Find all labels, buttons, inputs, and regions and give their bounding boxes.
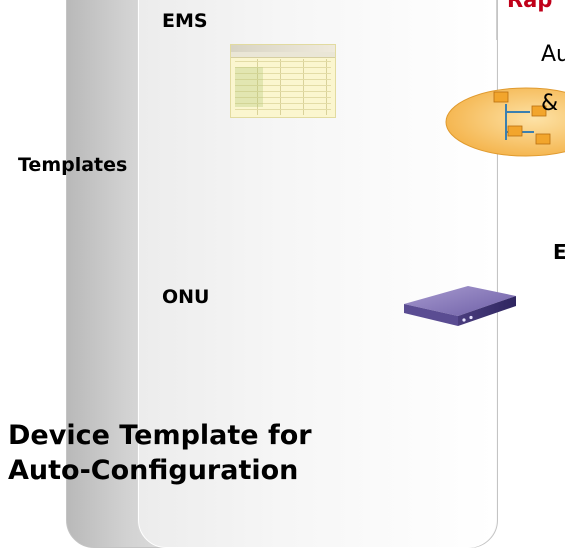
ems-label: EMS: [162, 10, 208, 32]
right-text-line-1: Au: [541, 42, 565, 67]
onu-label: ONU: [162, 286, 210, 308]
ems-screenshot-icon: [230, 44, 336, 118]
onu-device-icon: [404, 286, 516, 326]
main-title-line-1: Device Template for: [8, 420, 312, 451]
right-text-letter: E: [553, 240, 565, 264]
network-computers-icon: [445, 87, 565, 157]
right-text-line-2: &: [541, 91, 559, 116]
main-title: Device Template for Auto-Configuration: [8, 418, 368, 488]
main-title-line-2: Auto-Configuration: [8, 455, 299, 486]
divider-line: [496, 0, 497, 40]
templates-label: Templates: [18, 154, 128, 176]
right-heading: Rap: [507, 0, 553, 12]
